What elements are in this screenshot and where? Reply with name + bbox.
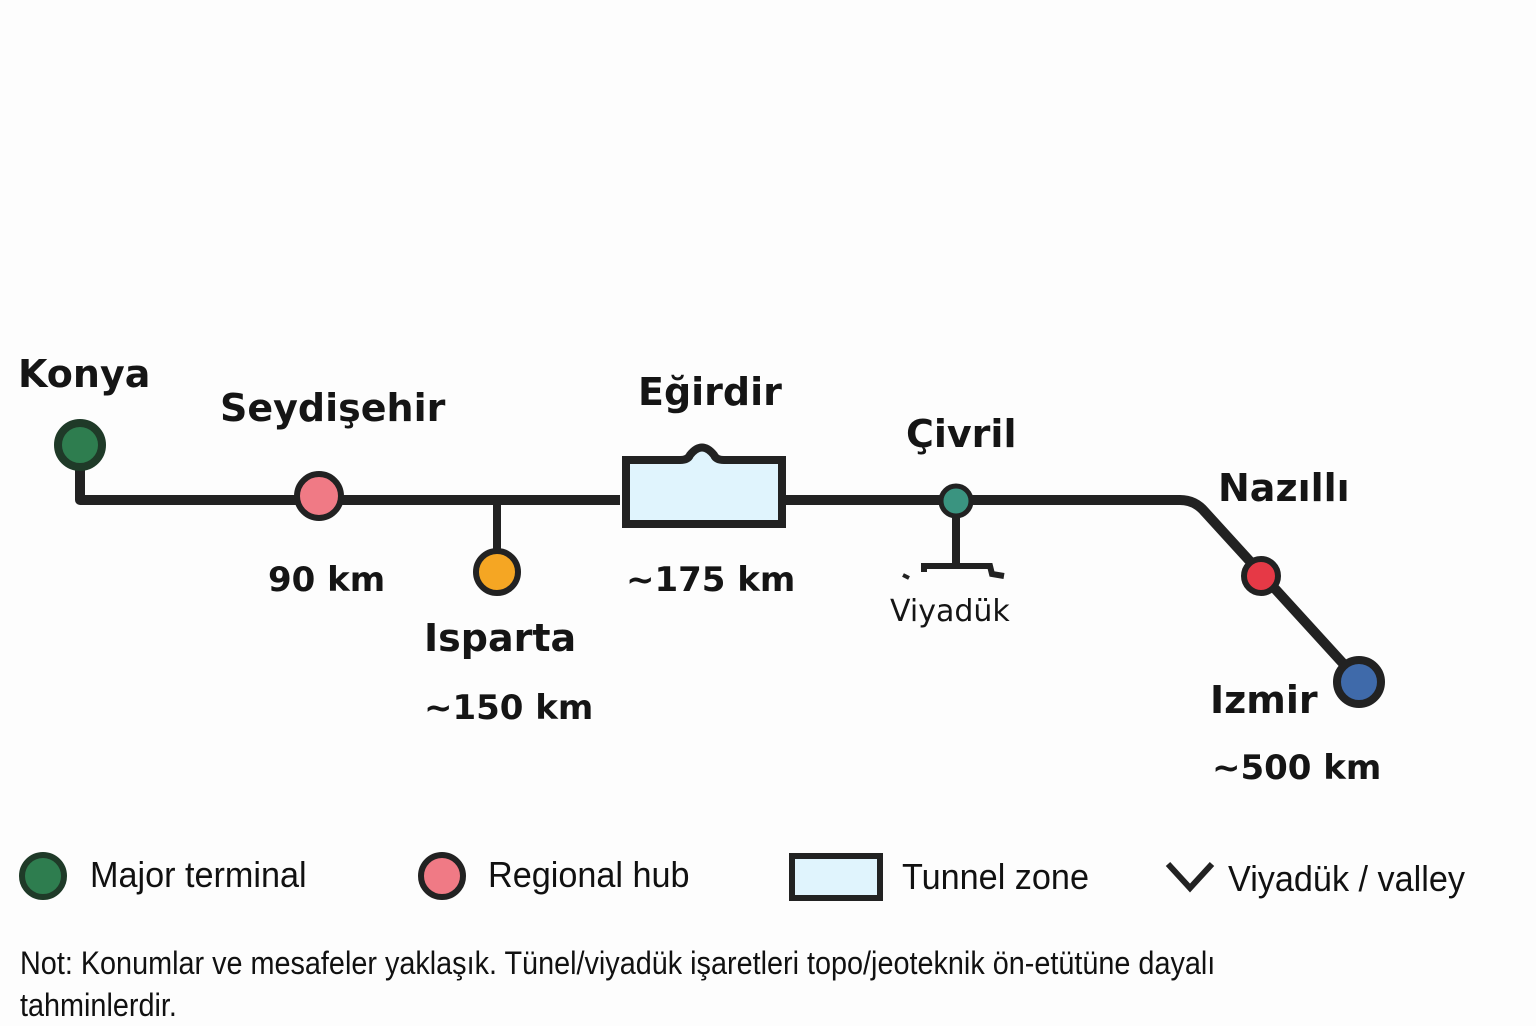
izmir-label: Izmir — [1210, 678, 1318, 722]
konya-label: Konya — [18, 352, 151, 396]
seydisehir-station-icon[interactable] — [294, 471, 344, 521]
izmir-station-icon[interactable] — [1333, 656, 1385, 708]
isparta-station-icon[interactable] — [473, 548, 521, 596]
nazilli-label: Nazıllı — [1218, 466, 1350, 510]
legend-tunnel-zone: Tunnel zone — [902, 856, 1089, 897]
konya-station-icon[interactable] — [54, 419, 106, 471]
viaduct-label: Viyadük — [890, 594, 1010, 629]
egirdir-distance: ~175 km — [626, 560, 796, 600]
tunnel-zone-icon — [622, 443, 786, 528]
isparta-label: Isparta — [424, 616, 577, 660]
legend-major-terminal: Major terminal — [90, 854, 307, 895]
footnote: Not: Konumlar ve mesafeler yaklaşık. Tün… — [20, 945, 1216, 1023]
legend-viaduct-valley: Viyadük / valley — [1228, 858, 1465, 899]
civril-station-icon[interactable] — [938, 483, 974, 519]
regional-hub-icon — [418, 852, 466, 900]
seydisehir-distance: 90 km — [268, 560, 386, 600]
egirdir-label: Eğirdir — [638, 370, 782, 414]
izmir-distance: ~500 km — [1212, 748, 1382, 788]
viaduct-icon — [921, 563, 1005, 579]
tunnel-legend-icon — [789, 853, 883, 901]
isparta-distance: ~150 km — [424, 688, 594, 728]
major-terminal-icon — [19, 852, 67, 900]
legend-regional-hub: Regional hub — [488, 854, 690, 895]
civril-label: Çivril — [906, 412, 1017, 456]
valley-check-icon — [1165, 861, 1215, 893]
nazilli-station-icon[interactable] — [1241, 556, 1281, 596]
seydisehir-label: Seydişehir — [220, 386, 446, 430]
